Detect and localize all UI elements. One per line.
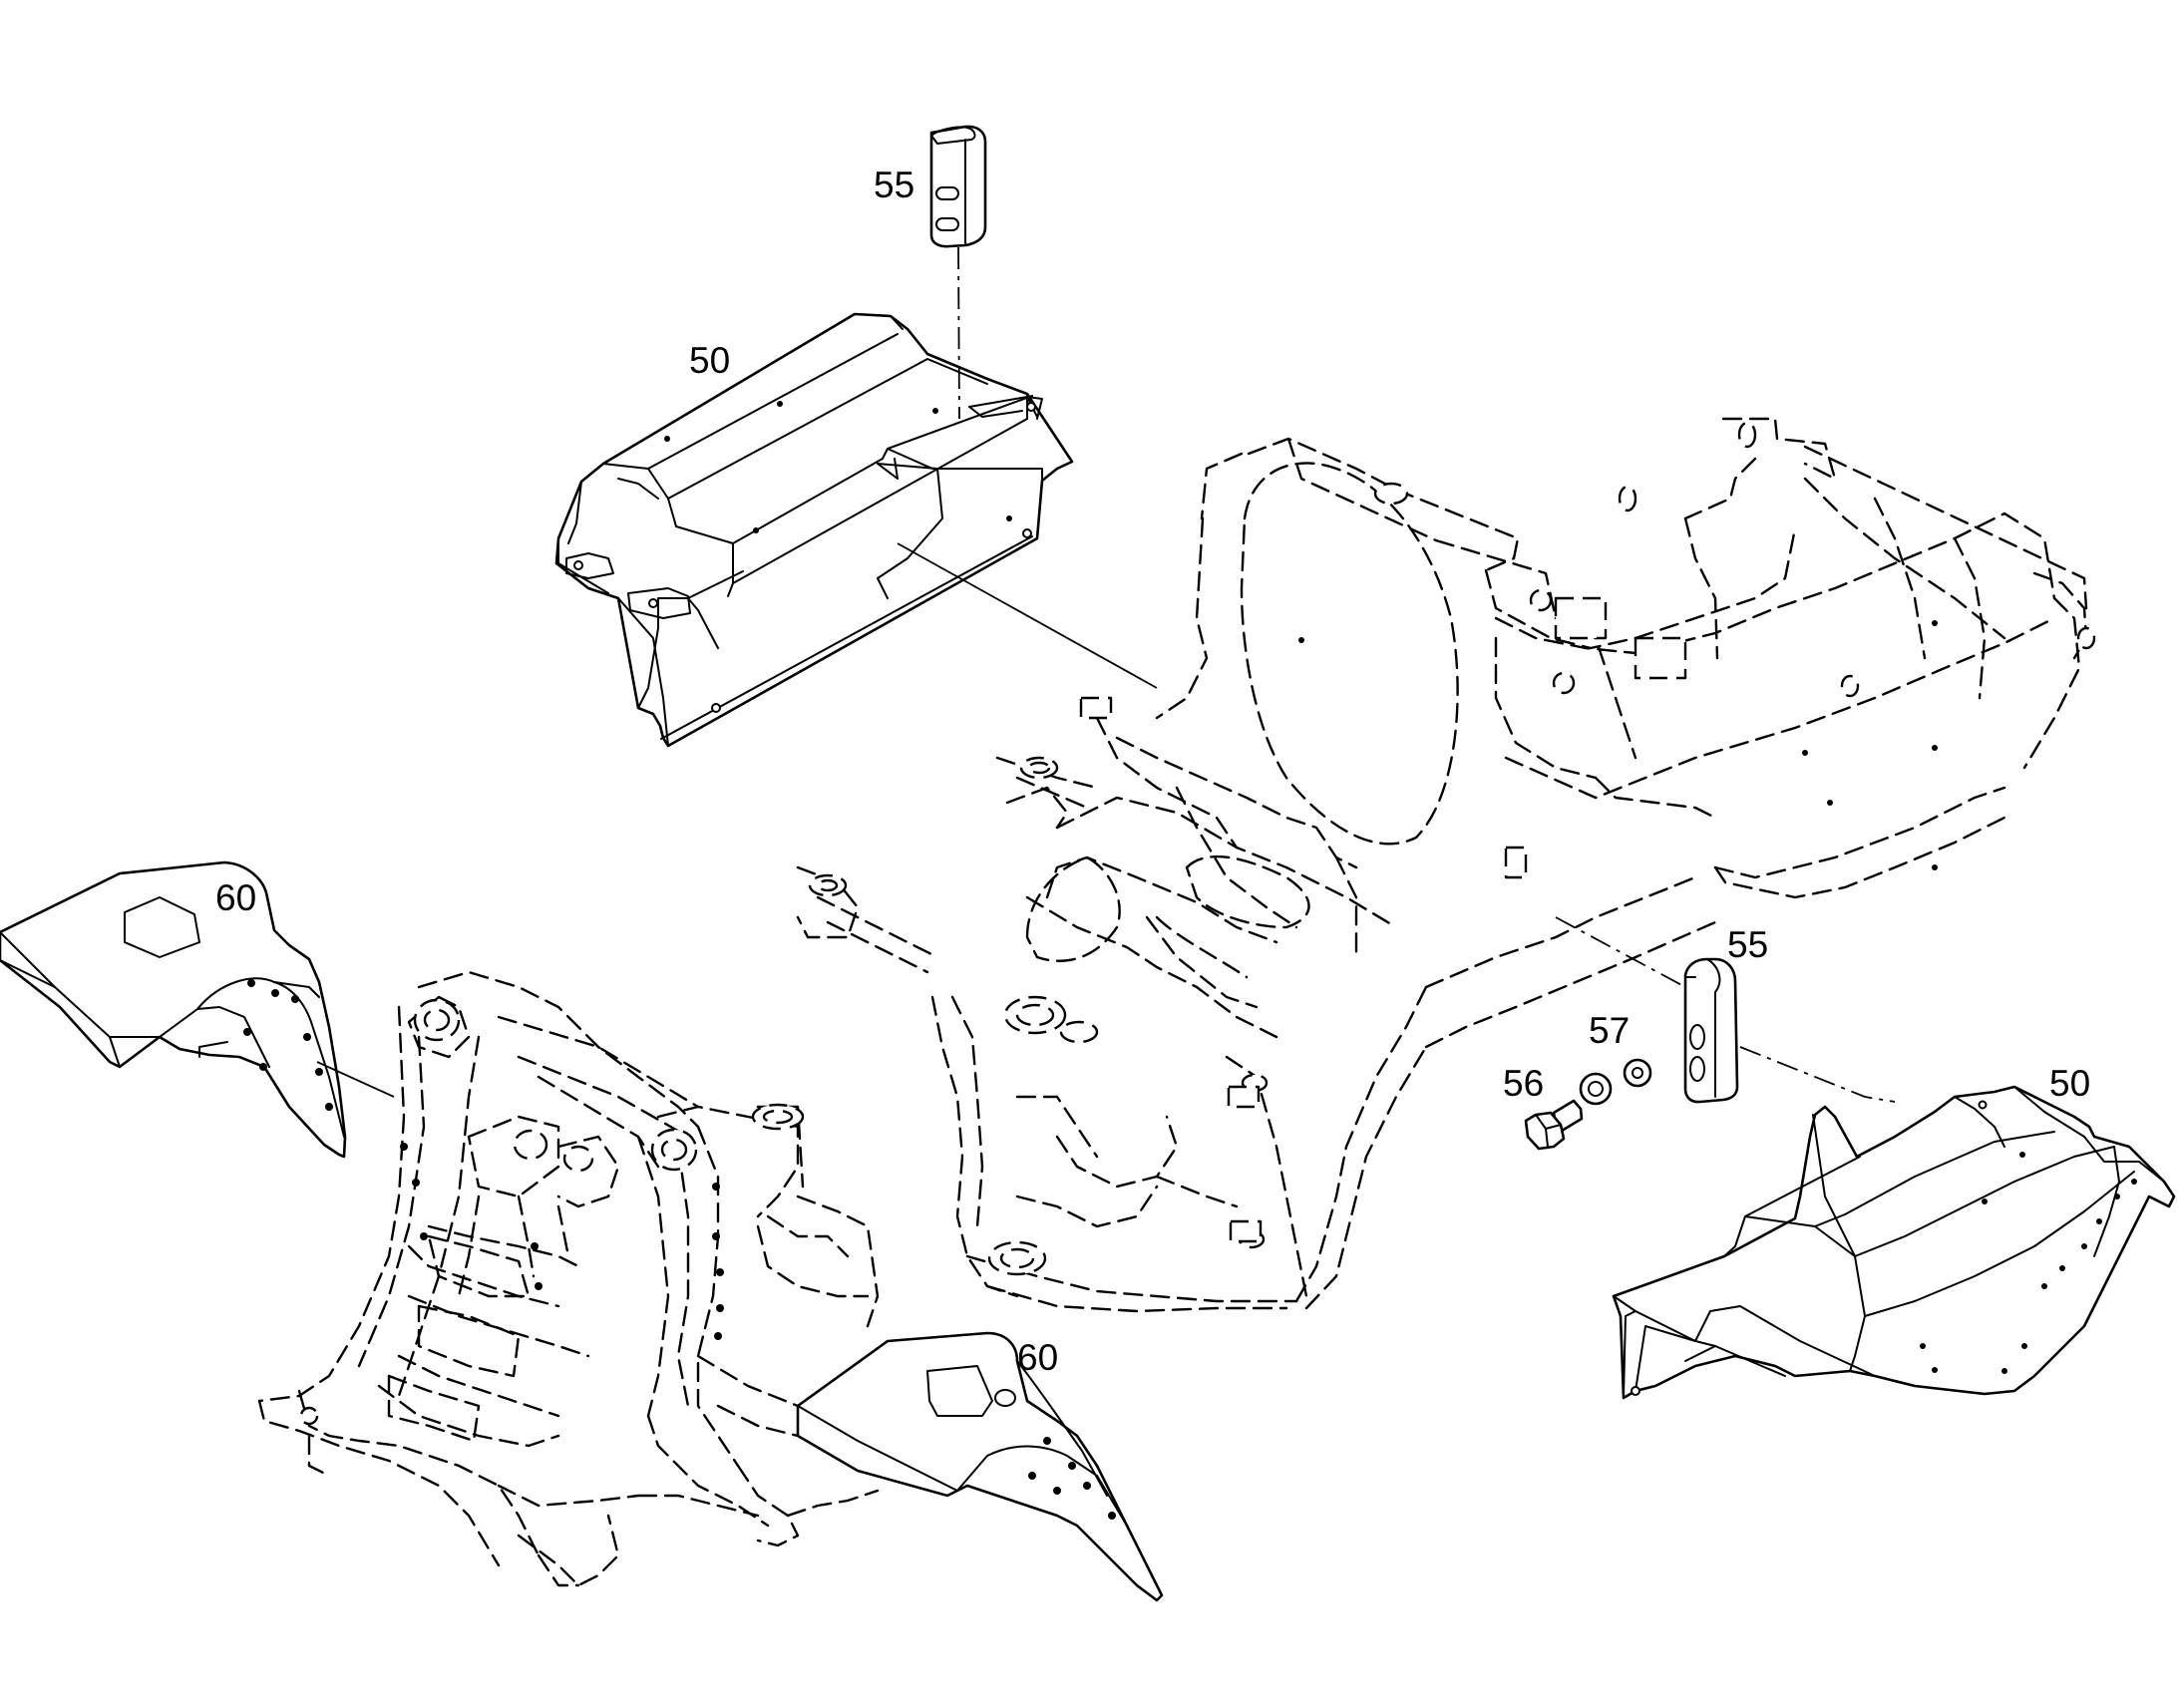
callout-55-top: 55	[874, 165, 914, 205]
part-56-bolt	[1524, 1099, 1584, 1151]
callout-50-right: 50	[2049, 1063, 2090, 1104]
part-57-washers	[1579, 1058, 1652, 1106]
callout-56: 56	[1503, 1063, 1544, 1104]
part-55-right-block	[1683, 957, 1739, 1104]
assembly-lines	[316, 246, 1896, 1103]
part-55-top-block	[929, 125, 987, 248]
part-60-left-fender	[0, 860, 347, 1159]
callout-50-top: 50	[689, 340, 730, 381]
callout-60-bottom: 60	[1017, 1337, 1058, 1378]
part-60-bottom-fender	[796, 1331, 1164, 1602]
callout-55-right: 55	[1727, 924, 1768, 965]
callout-57: 57	[1589, 1010, 1630, 1051]
callout-60-left: 60	[215, 877, 256, 918]
part-50-right-panel	[1612, 1085, 2176, 1400]
front-subframe	[257, 970, 880, 1587]
part-50-top-panel	[554, 312, 1074, 748]
main-frame	[796, 417, 2096, 1313]
callouts: 55 50 60 55 57 56 50 60	[215, 165, 2090, 1378]
